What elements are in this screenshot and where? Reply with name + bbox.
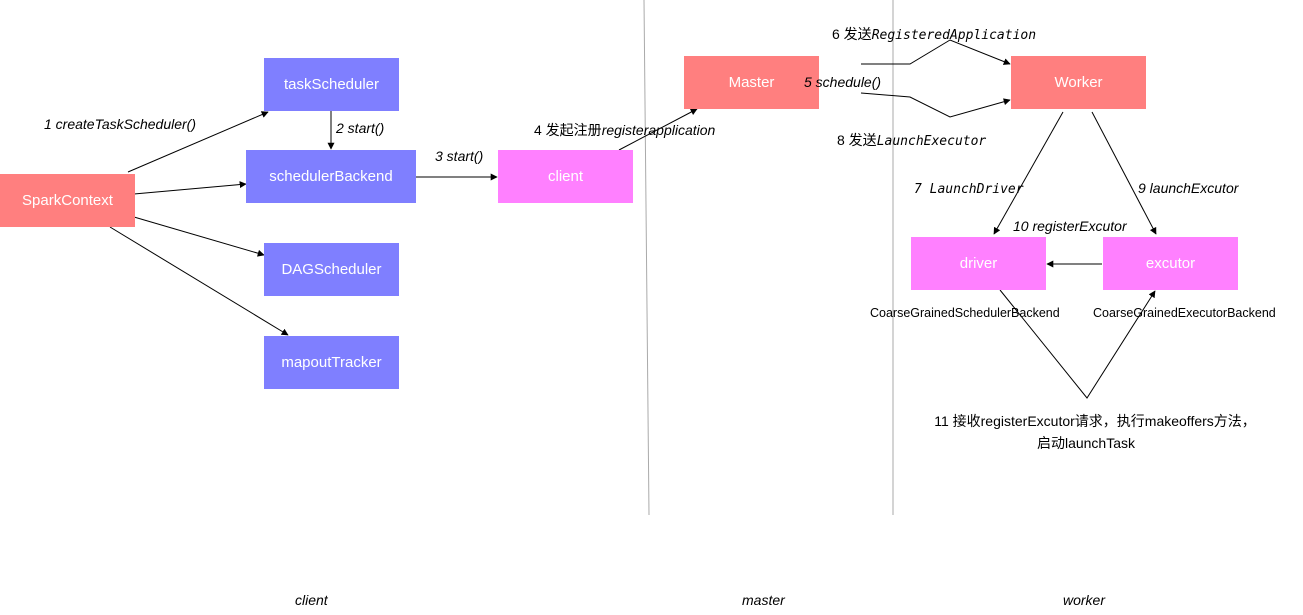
node-client: client <box>498 150 633 203</box>
node-master: Master <box>684 56 819 109</box>
label-edge-6-prefix: 6 发送 <box>832 26 872 42</box>
node-worker: Worker <box>1011 56 1146 109</box>
edge-sc-dag <box>133 216 265 257</box>
region-label-client: client <box>295 592 328 608</box>
label-edge-3: 3 start() <box>435 148 484 164</box>
edge-4 <box>618 108 698 151</box>
edge-sc-backend <box>133 181 247 195</box>
label-edge-2: 2 start() <box>336 120 385 136</box>
label-excutor-backend: CoarseGrainedExecutorBackend <box>1093 306 1276 320</box>
node-dag-scheduler: DAGScheduler <box>264 243 399 296</box>
label-edge-7: 7 LaunchDriver <box>914 182 1024 197</box>
label-edge-4: 4 发起注册registerapplication <box>534 120 715 140</box>
edge-sc-mapout <box>109 226 289 336</box>
region-label-master: master <box>742 592 785 608</box>
label-edge-6-mono: RegisteredApplication <box>871 28 1037 43</box>
edge-11 <box>999 289 1156 399</box>
label-edge-11-line1: 11 接收registerExcutor请求，执行makeoffers方法， <box>934 413 1256 429</box>
node-driver: driver <box>911 237 1046 290</box>
node-scheduler-backend: schedulerBackend <box>246 150 416 203</box>
edge-7 <box>993 111 1064 235</box>
divider-client-master <box>643 0 650 516</box>
node-spark-context: SparkContext <box>0 174 135 227</box>
label-driver-backend: CoarseGrainedSchedulerBackend <box>870 306 1060 320</box>
label-edge-11: 11 接收registerExcutor请求，执行makeoffers方法， 启… <box>900 410 1290 454</box>
region-label-worker: worker <box>1063 592 1106 608</box>
label-edge-1: 1 createTaskScheduler() <box>44 116 197 132</box>
edge-6 <box>861 39 1011 65</box>
node-task-scheduler: taskScheduler <box>264 58 399 111</box>
edge-9 <box>1091 111 1157 235</box>
label-edge-10: 10 registerExcutor <box>1013 218 1127 234</box>
label-edge-8-mono: LaunchExecutor <box>876 134 987 149</box>
label-edge-6: 6 发送RegisteredApplication <box>832 24 1036 44</box>
node-mapout-tracker: mapoutTracker <box>264 336 399 389</box>
label-edge-4-prefix: 4 发起注册 <box>534 122 602 138</box>
label-edge-5: 5 schedule() <box>804 74 882 90</box>
label-edge-4-italic: registerapplication <box>601 122 716 138</box>
node-excutor: excutor <box>1103 237 1238 290</box>
edge-8 <box>860 92 1011 118</box>
edge-1 <box>127 111 269 173</box>
label-edge-8-prefix: 8 发送 <box>837 132 877 148</box>
label-edge-9: 9 launchExcutor <box>1138 180 1239 196</box>
label-edge-8: 8 发送LaunchExecutor <box>837 130 986 150</box>
label-edge-11-line2: 启动launchTask <box>1036 435 1136 451</box>
